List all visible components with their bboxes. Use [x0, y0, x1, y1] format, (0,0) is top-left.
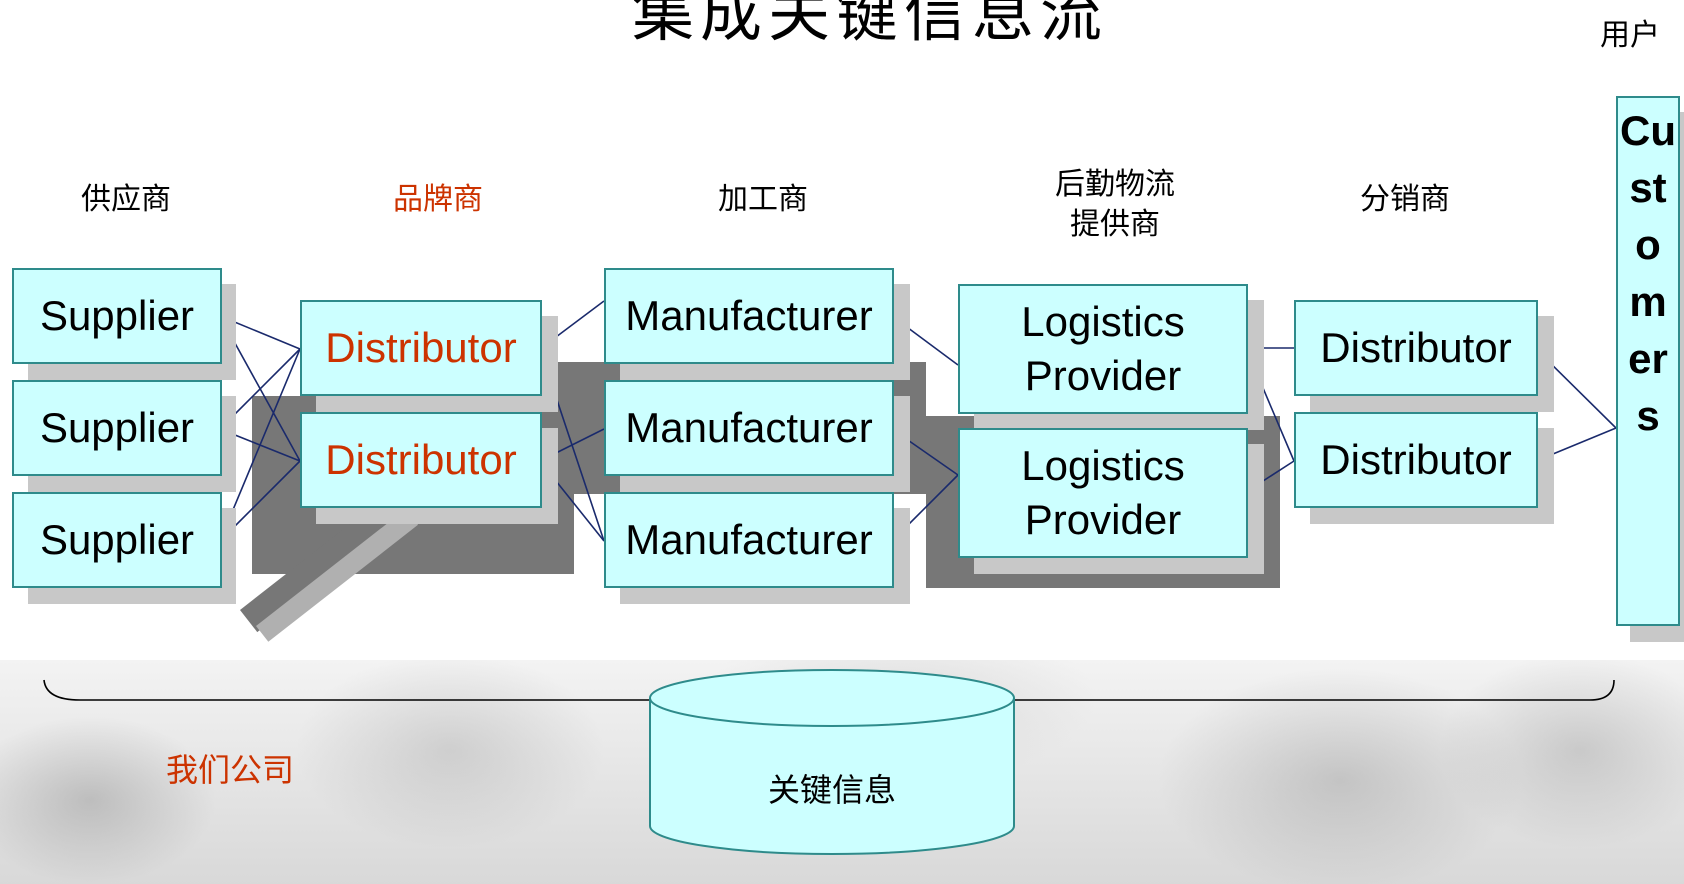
- manufacturer-box-2: Manufacturer: [604, 380, 894, 476]
- brand-distributor-box-2: Distributor: [300, 412, 542, 508]
- supplier-box-1: Supplier: [12, 268, 222, 364]
- distributor-box-1: Distributor: [1294, 300, 1538, 396]
- column-label-brand: 品牌商: [393, 182, 483, 217]
- customers-box: Customers: [1616, 96, 1680, 626]
- logistics-provider-box-2: Logistics Provider: [958, 428, 1248, 558]
- brand-distributor-box-1: Distributor: [300, 300, 542, 396]
- supplier-box-2: Supplier: [12, 380, 222, 476]
- distributor-box-2: Distributor: [1294, 412, 1538, 508]
- manufacturer-box-1: Manufacturer: [604, 268, 894, 364]
- company-label: 我们公司: [166, 751, 295, 789]
- user-label: 用户: [1600, 18, 1660, 53]
- manufacturer-box-3: Manufacturer: [604, 492, 894, 588]
- column-label-supplier: 供应商: [81, 182, 171, 217]
- database-label: 关键信息: [767, 771, 896, 809]
- column-label-manufacturer: 加工商: [718, 182, 808, 217]
- column-label-distributor: 分销商: [1360, 182, 1450, 217]
- logistics-provider-box-1: Logistics Provider: [958, 284, 1248, 414]
- supplier-box-3: Supplier: [12, 492, 222, 588]
- column-label-logistics: 后勤物流 提供商: [1055, 167, 1175, 242]
- page-title: 集成关键信息流: [631, 0, 1108, 50]
